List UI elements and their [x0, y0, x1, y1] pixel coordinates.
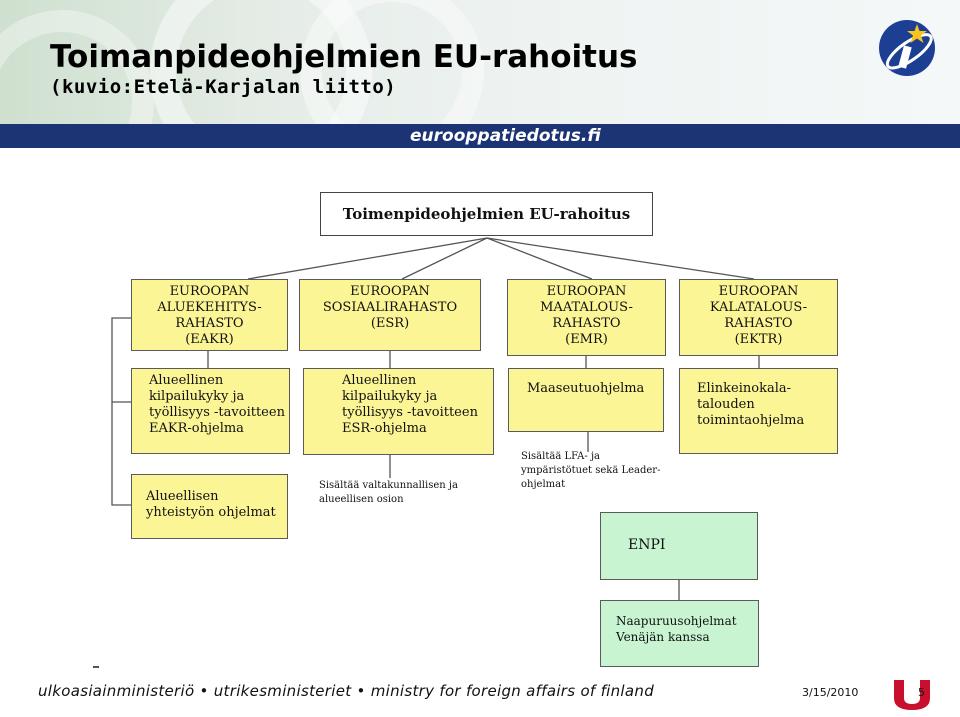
- info-logo-icon: [879, 20, 935, 76]
- programme-line: EAKR-ohjelma: [149, 421, 244, 436]
- fund-line: (ESR): [370, 316, 410, 331]
- programme-line: Elinkeinokala-: [697, 381, 792, 396]
- stray-dash: [93, 666, 99, 668]
- programme-line: ESR-ohjelma: [342, 421, 427, 436]
- programme-line: kilpailukyky ja: [149, 389, 245, 404]
- fund-line: MAATALOUS-: [540, 300, 633, 315]
- programme-line: Maaseutuohjelma: [527, 381, 645, 396]
- neighbour-line: Naapuruusohjelmat: [616, 614, 737, 628]
- fund-box-ektr: EUROOPAN KALATALOUS- RAHASTO (EKTR): [679, 279, 838, 356]
- enpi-label: ENPI: [628, 537, 666, 553]
- programme-line: kilpailukyky ja: [342, 389, 438, 404]
- fund-line: EUROOPAN: [718, 284, 799, 299]
- cooperation-line: Alueellisen: [146, 489, 219, 504]
- enpi-box: ENPI: [600, 512, 758, 580]
- programme-box-esr: Alueellinen kilpailukyky ja työllisyys -…: [303, 368, 494, 455]
- programme-box-ektr: Elinkeinokala- talouden toimintaohjelma: [679, 368, 838, 454]
- programme-line: Alueellinen: [149, 373, 224, 388]
- page-subtitle: (kuvio:Etelä-Karjalan liitto): [50, 76, 397, 98]
- site-band: [0, 124, 960, 148]
- top-box-label: Toimenpideohjelmien EU-rahoitus: [342, 205, 631, 223]
- header-background: [0, 0, 960, 124]
- page-title: Toimanpideohjelmien EU-rahoitus: [50, 39, 638, 75]
- fund-box-emr: EUROOPAN MAATALOUS- RAHASTO (EMR): [507, 279, 666, 356]
- ministry-logo-icon: [894, 680, 930, 710]
- ministry-footer: ulkoasiainministeriö • utrikesministerie…: [38, 682, 655, 700]
- fund-box-eakr: EUROOPAN ALUEKEHITYS- RAHASTO (EAKR): [131, 279, 288, 351]
- neighbour-box: Naapuruusohjelmat Venäjän kanssa: [600, 600, 759, 667]
- note-emr: Sisältää LFA- ja ympäristötuet sekä Lead…: [521, 450, 660, 492]
- fund-line: ALUEKEHITYS-: [157, 300, 262, 315]
- note-line: ohjelmat: [521, 479, 566, 490]
- fund-line: EUROOPAN: [169, 284, 250, 299]
- note-line: Sisältää LFA- ja: [521, 451, 601, 462]
- fund-line: EUROOPAN: [546, 284, 627, 299]
- slide-date: 3/15/2010: [802, 686, 859, 699]
- note-line: ympäristötuet sekä Leader-: [521, 465, 661, 476]
- fund-box-esr: EUROOPAN SOSIAALIRAHASTO (ESR): [299, 279, 481, 351]
- note-esr: Sisältää valtakunnallisen ja alueellisen…: [319, 479, 458, 507]
- programme-box-emr: Maaseutuohjelma: [508, 368, 664, 432]
- neighbour-line: Venäjän kanssa: [616, 630, 710, 644]
- note-line: alueellisen osion: [319, 494, 404, 505]
- programme-line: työllisyys -tavoitteen: [149, 405, 285, 420]
- fund-line: (EAKR): [185, 332, 234, 347]
- fund-line: (EKTR): [734, 332, 783, 347]
- fund-line: EUROOPAN: [350, 284, 430, 299]
- fund-line: RAHASTO: [552, 316, 621, 331]
- page-number: 5: [918, 686, 925, 699]
- fund-line: RAHASTO: [724, 316, 793, 331]
- fund-line: KALATALOUS-: [709, 300, 808, 315]
- cooperation-line: yhteistyön ohjelmat: [146, 505, 276, 520]
- fund-line: (EMR): [565, 332, 608, 347]
- programme-line: toimintaohjelma: [697, 413, 805, 428]
- programme-line: talouden: [697, 397, 755, 412]
- site-name: eurooppatiedotus.fi: [410, 126, 601, 146]
- programme-line: Alueellinen: [342, 373, 417, 388]
- programme-line: työllisyys -tavoitteen: [342, 405, 478, 420]
- fund-line: RAHASTO: [175, 316, 244, 331]
- top-box: Toimenpideohjelmien EU-rahoitus: [320, 192, 653, 236]
- fund-line: SOSIAALIRAHASTO: [322, 300, 458, 315]
- cooperation-box: Alueellisen yhteistyön ohjelmat: [131, 474, 288, 539]
- note-line: Sisältää valtakunnallisen ja: [319, 480, 458, 491]
- programme-box-eakr: Alueellinen kilpailukyky ja työllisyys -…: [131, 368, 290, 454]
